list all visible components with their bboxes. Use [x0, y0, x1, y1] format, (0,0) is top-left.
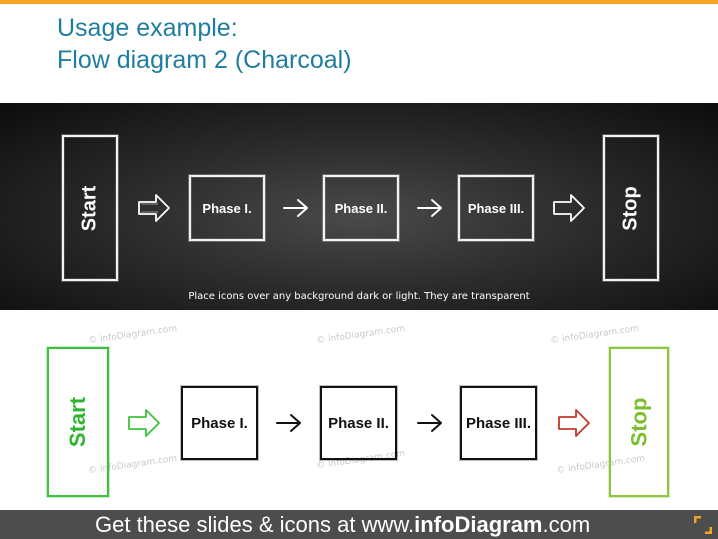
black-arrow-icon [276, 414, 301, 432]
dark-stop-box: Stop [603, 135, 659, 281]
footer-suffix: .com [542, 512, 591, 537]
dark-start-box: Start [62, 135, 118, 281]
dark-outline-arrow-icon [138, 194, 170, 222]
dark-stop-label: Stop [619, 185, 642, 231]
light-phase-1-label: Phase I. [191, 414, 248, 432]
page-title-line-2: Flow diagram 2 (Charcoal) [57, 46, 352, 74]
infodiagram-logo-icon [694, 516, 712, 534]
footer-text[interactable]: Get these slides & icons at www.infoDiag… [95, 512, 590, 537]
dark-outline-arrow-icon [553, 194, 585, 222]
dark-phase-2-label: Phase II. [334, 200, 388, 216]
watermark: © infoDiagram.com [315, 323, 406, 347]
page-title-line-1: Usage example: [57, 14, 238, 42]
footer-bar: Get these slides & icons at www.infoDiag… [0, 510, 718, 539]
footer-brand: infoDiagram [414, 512, 543, 537]
dark-start-label: Start [78, 185, 101, 231]
light-start-box: Start [47, 347, 109, 497]
light-phase-1-box: Phase I. [181, 386, 258, 460]
footer-prefix: Get these slides & icons at www. [95, 512, 415, 537]
dark-phase-1-label: Phase I. [202, 200, 252, 216]
dark-arrow-icon [283, 199, 308, 217]
red-outline-arrow-icon [558, 409, 590, 437]
transparency-caption: Place icons over any background dark or … [188, 291, 530, 302]
watermark: © infoDiagram.com [87, 323, 178, 347]
watermark: © infoDiagram.com [549, 323, 640, 347]
light-phase-2-label: Phase II. [328, 414, 389, 432]
green-outline-arrow-icon [128, 409, 160, 437]
dark-phase-1-box: Phase I. [189, 175, 265, 241]
dark-phase-3-label: Phase III. [467, 200, 525, 216]
dark-phase-2-box: Phase II. [323, 175, 399, 241]
black-arrow-icon [417, 414, 442, 432]
dark-phase-3-box: Phase III. [458, 175, 534, 241]
dark-background-panel [0, 103, 718, 310]
light-phase-2-box: Phase II. [320, 386, 397, 460]
light-stop-label: Stop [625, 397, 651, 447]
top-accent-rule [0, 0, 718, 4]
light-phase-3-label: Phase III. [465, 414, 532, 432]
dark-arrow-icon [417, 199, 442, 217]
light-phase-3-box: Phase III. [460, 386, 537, 460]
light-stop-box: Stop [609, 347, 669, 497]
light-start-label: Start [65, 396, 90, 448]
